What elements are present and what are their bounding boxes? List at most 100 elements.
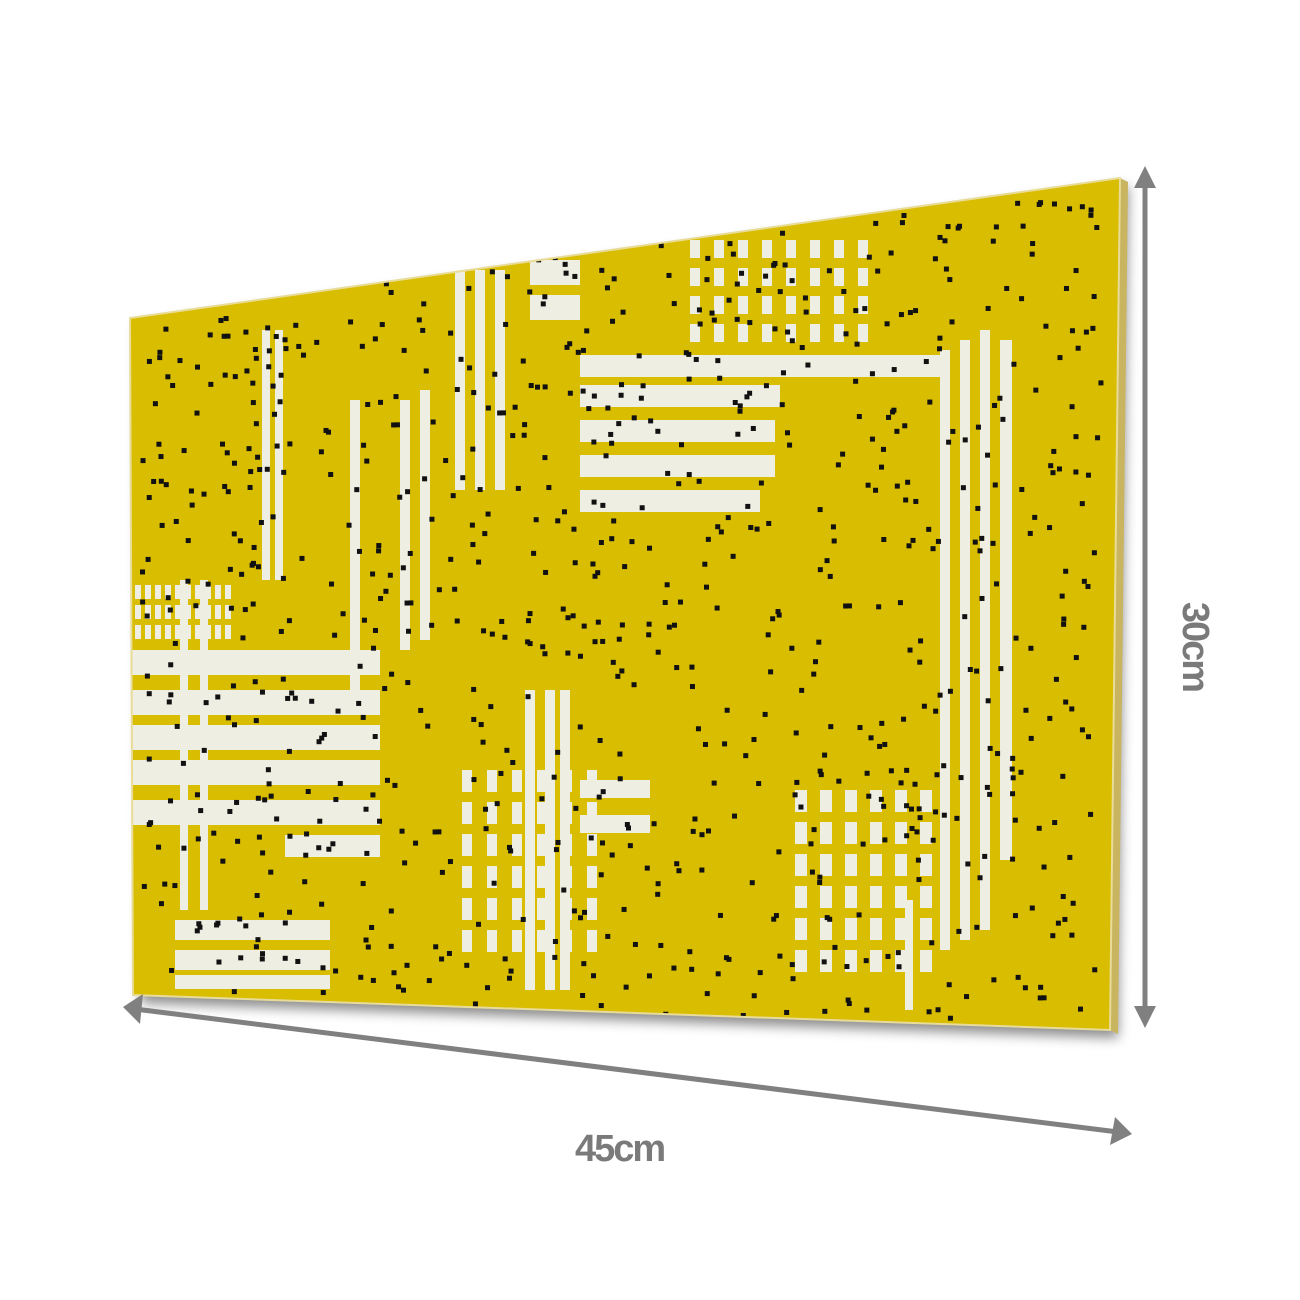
white-tick [512,802,522,824]
black-dot [1095,435,1101,441]
black-dot [724,707,730,713]
black-dot [696,478,702,484]
white-tick [185,625,191,639]
black-dot [181,845,187,851]
black-dot [467,365,473,371]
black-dot [750,425,756,431]
black-dot [157,349,163,355]
black-dot [704,991,710,997]
black-dot [822,752,828,758]
black-dot [304,831,310,837]
black-dot [502,634,508,640]
white-tick [587,770,597,792]
black-dot [592,639,598,645]
black-dot [960,485,966,491]
black-dot [1069,706,1075,712]
black-dot [429,622,435,628]
black-dot [571,908,577,914]
black-dot [932,256,938,262]
black-dot [185,538,191,544]
black-dot [208,381,214,387]
black-dot [1041,864,1047,870]
black-dot [259,956,265,962]
black-dot [404,600,410,606]
black-dot [737,408,743,414]
black-dot [200,291,206,297]
black-dot [253,355,259,361]
white-tick [810,240,820,258]
black-dot [223,316,229,322]
black-dot [442,247,448,253]
black-dot [531,550,537,556]
white-tick [587,834,597,856]
black-dot [387,572,393,578]
black-dot [551,774,557,780]
white-tick [738,324,748,342]
black-dot [676,481,682,487]
black-dot [917,815,923,821]
black-dot [254,893,260,899]
black-dot [758,480,764,486]
black-dot [651,821,657,827]
black-dot [515,485,521,491]
height-dimension-arrow [1134,166,1156,1028]
black-dot [527,611,533,617]
black-dot [610,659,616,665]
black-dot [1015,974,1021,980]
black-dot [474,214,480,220]
black-dot [879,464,885,470]
black-dot [447,859,453,865]
black-dot [941,763,947,769]
black-dot [749,880,755,886]
black-dot [141,883,147,889]
black-dot [163,326,169,332]
black-dot [309,241,315,247]
black-dot [250,400,256,406]
white-bar [130,800,380,825]
black-dot [144,613,150,619]
white-tick [834,268,844,286]
black-dot [1059,593,1065,599]
black-dot [393,394,399,400]
black-dot [1020,223,1026,229]
black-dot [1073,268,1079,274]
black-dot [1043,323,1049,329]
white-tick [870,790,882,812]
black-dot [779,402,785,408]
white-tick [834,296,844,314]
black-dot [987,791,993,797]
black-dot [159,522,165,528]
black-dot [506,844,512,850]
black-dot [421,301,427,307]
black-dot [478,722,484,728]
black-dot [1060,894,1066,900]
black-dot [320,965,326,971]
black-dot [300,202,306,208]
black-dot [361,617,367,623]
black-dot [647,545,653,551]
black-dot [644,865,650,871]
white-bar [130,650,380,675]
black-dot [552,939,558,945]
black-dot [525,639,531,645]
black-dot [665,470,671,476]
black-dot [992,482,998,488]
black-dot [555,518,561,524]
black-dot [382,686,388,692]
black-dot [686,351,692,357]
black-dot [739,270,745,276]
black-dot [401,347,407,353]
black-dot [398,201,404,207]
black-dot [725,515,731,521]
black-dot [168,798,174,804]
black-dot [937,335,943,341]
black-dot [882,837,888,843]
black-dot [360,714,366,720]
black-dot [591,499,597,505]
black-dot [282,920,288,926]
black-dot [1050,933,1056,939]
black-dot [166,699,172,705]
black-dot [705,828,711,834]
white-bar [580,455,775,477]
black-dot [776,849,782,855]
